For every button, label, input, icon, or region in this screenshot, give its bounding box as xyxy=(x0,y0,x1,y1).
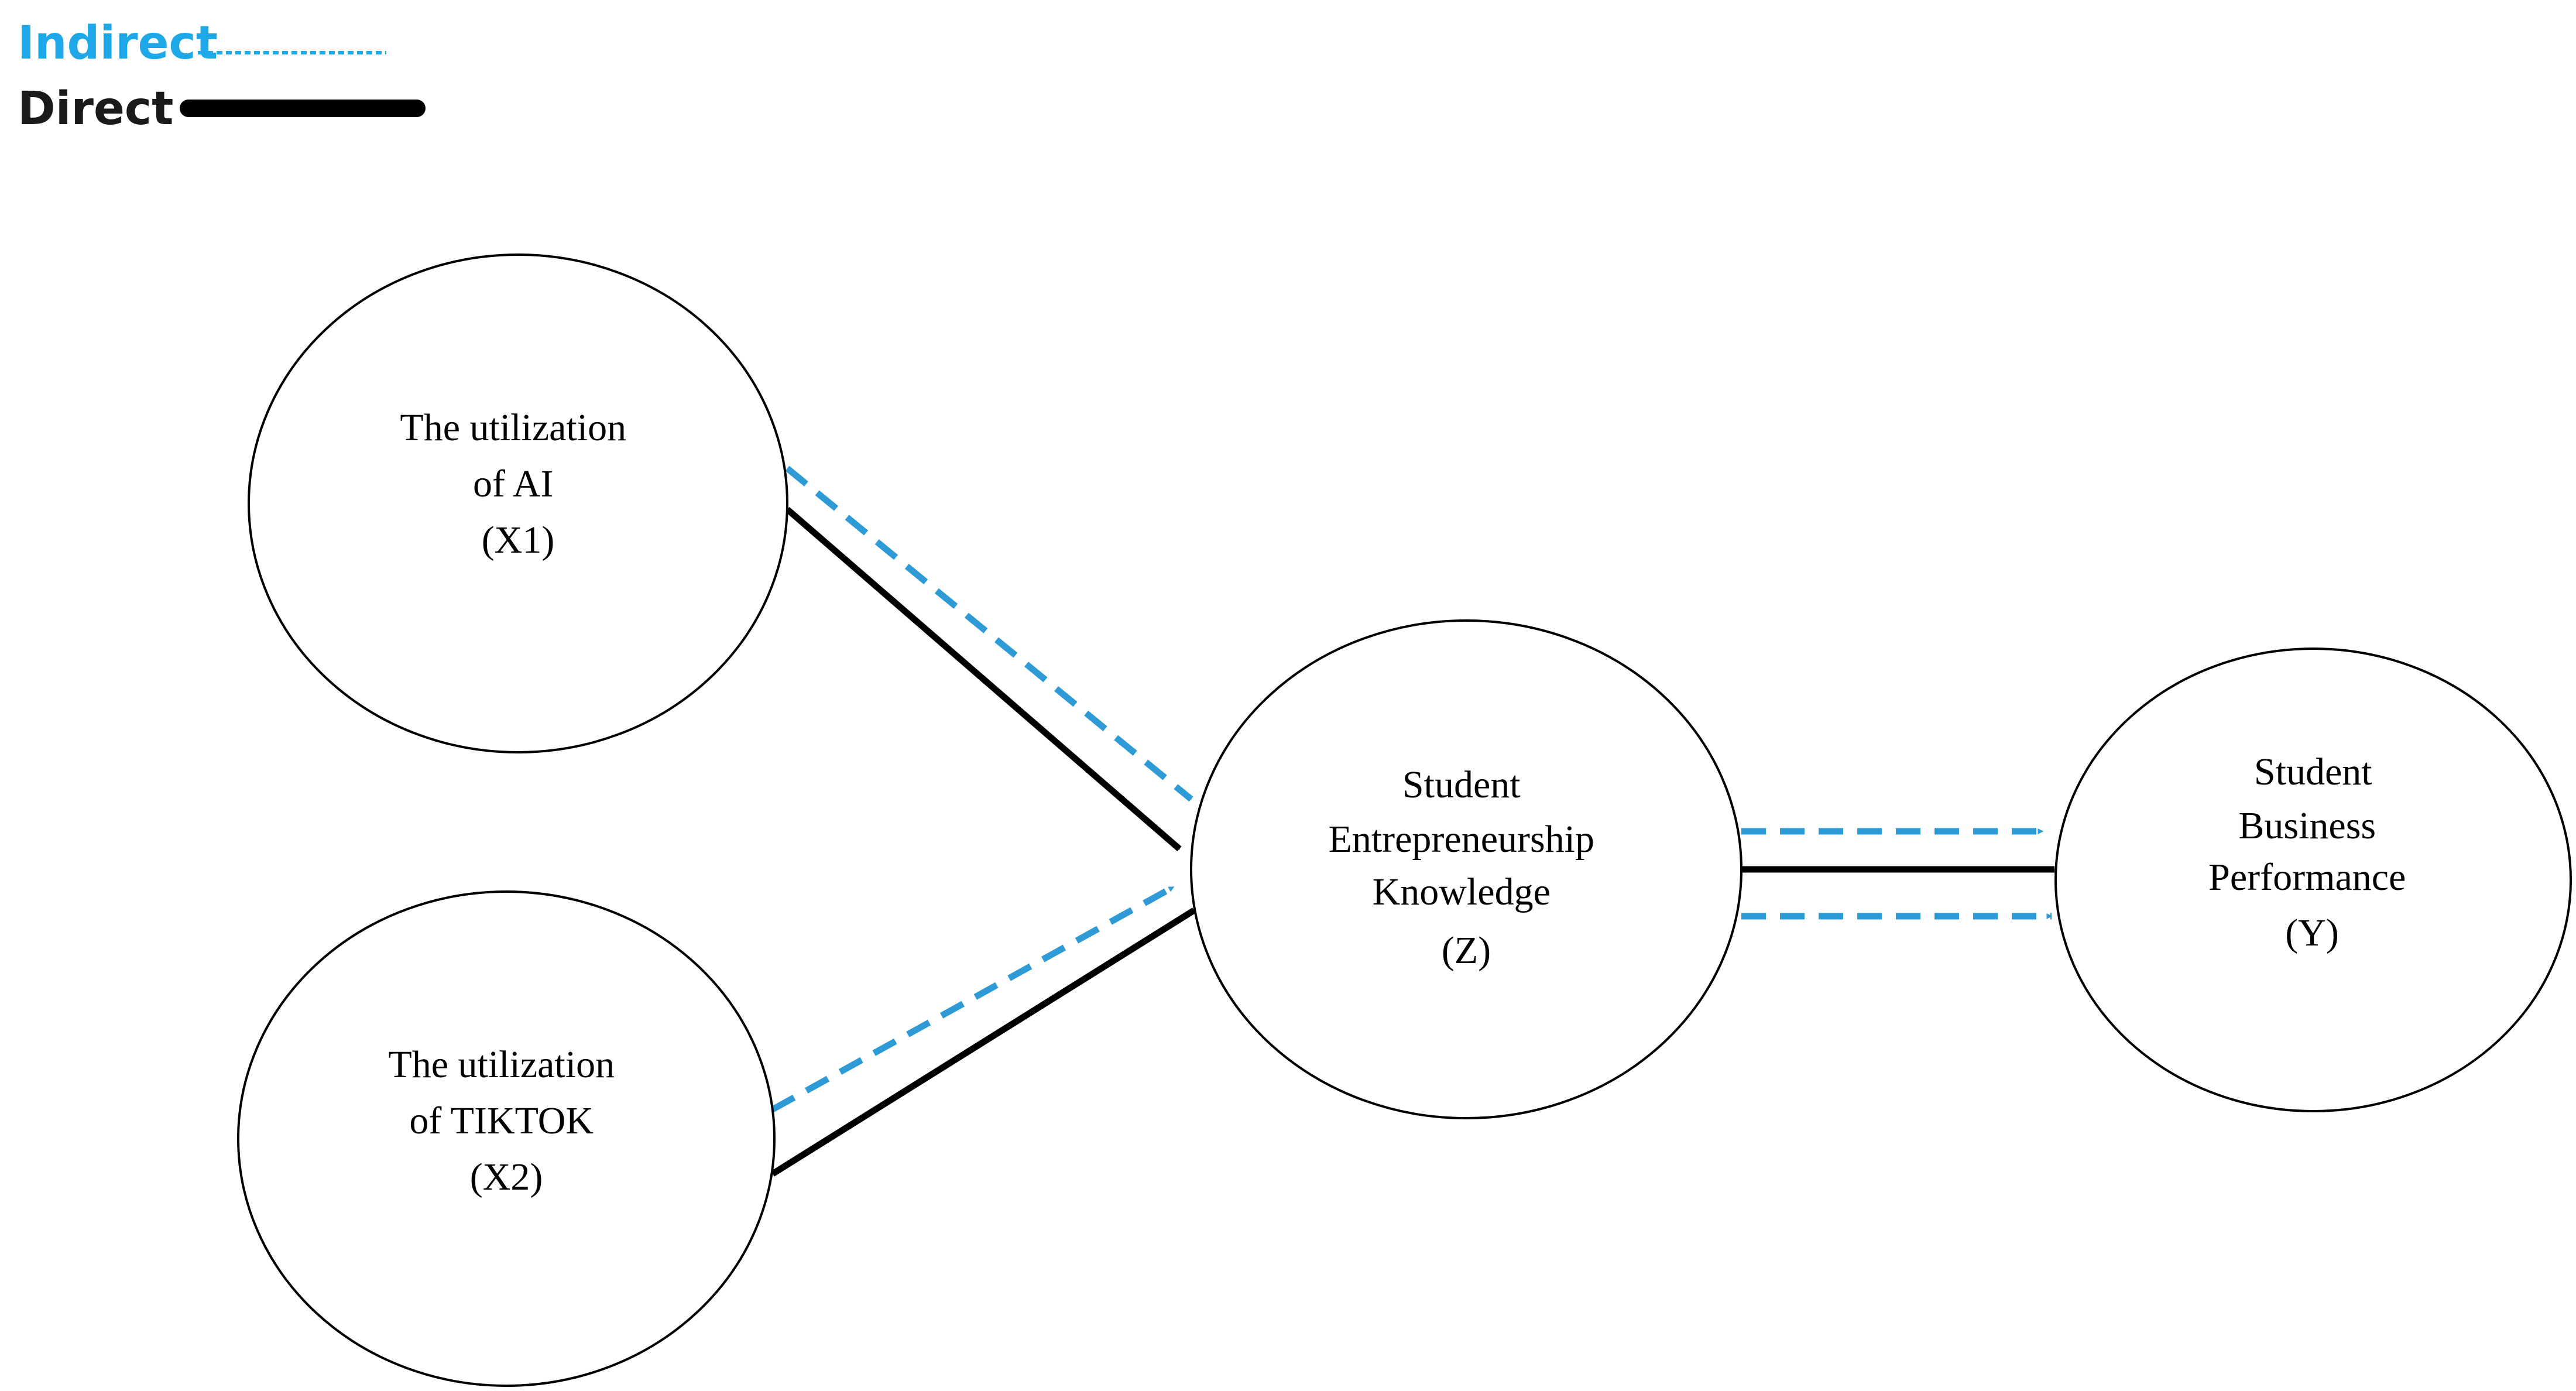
node-x1-label: The utilization of AI (X1) xyxy=(400,406,636,561)
node-y-line-3: Performance xyxy=(2208,856,2406,899)
legend-direct-label: Direct xyxy=(18,83,173,135)
node-x1: The utilization of AI (X1) xyxy=(248,253,788,753)
node-x2-line-1: The utilization xyxy=(388,1043,615,1086)
node-y: Student Business Performance (Y) xyxy=(2054,647,2572,1112)
edge-x1-z-direct xyxy=(785,506,1182,852)
node-z-label: Student Entrepreneurship Knowledge (Z) xyxy=(1329,763,1604,972)
node-z-line-1: Student xyxy=(1402,763,1521,806)
node-x2-line-2: of TIKTOK xyxy=(409,1099,594,1142)
node-x2-line-3: (X2) xyxy=(470,1156,543,1198)
node-y-line-4: (Y) xyxy=(2285,912,2339,954)
legend: Indirect Direct xyxy=(18,17,426,135)
edge-x2-z-indirect xyxy=(771,884,1175,1112)
node-x2: The utilization of TIKTOK (X2) xyxy=(237,890,776,1387)
node-z-line-2: Entrepreneurship xyxy=(1329,818,1595,861)
edge-x2-z-direct xyxy=(771,907,1196,1177)
node-z-line-4: (Z) xyxy=(1442,929,1491,972)
node-z-ellipse xyxy=(1190,619,1743,1119)
node-y-label: Student Business Performance (Y) xyxy=(2208,751,2416,954)
node-z: Student Entrepreneurship Knowledge (Z) xyxy=(1190,619,1743,1119)
node-x2-ellipse xyxy=(237,890,776,1387)
node-y-line-2: Business xyxy=(2238,804,2376,847)
node-z-line-3: Knowledge xyxy=(1373,871,1551,913)
node-x1-line-1: The utilization xyxy=(400,406,626,449)
edge-x1-z-indirect xyxy=(785,465,1193,802)
legend-indirect-label: Indirect xyxy=(18,17,218,70)
node-x1-line-3: (X1) xyxy=(482,519,555,561)
node-x2-label: The utilization of TIKTOK (X2) xyxy=(388,1043,624,1198)
node-x1-line-2: of AI xyxy=(473,462,553,505)
node-x1-ellipse xyxy=(248,253,788,753)
node-y-line-1: Student xyxy=(2254,751,2372,793)
node-y-ellipse xyxy=(2054,647,2572,1112)
